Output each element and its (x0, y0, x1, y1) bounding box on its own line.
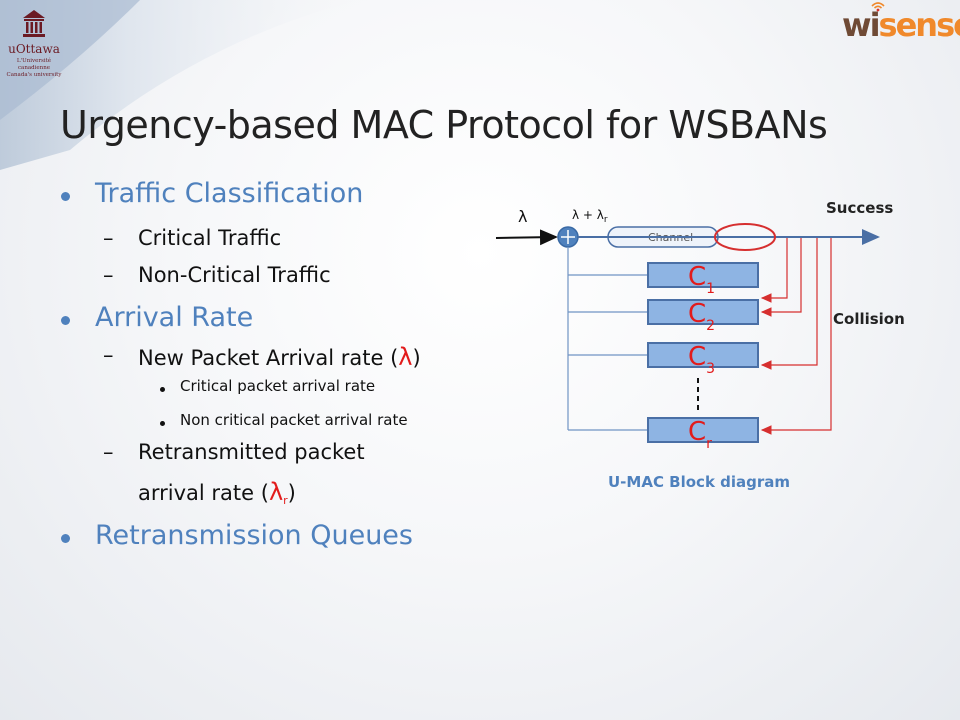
bullet-dot (61, 534, 70, 543)
umac-block-diagram: λ λ + λr Channel Success Collision C1 C2… (495, 199, 905, 491)
bullet-traffic-classification: Traffic Classification (95, 178, 364, 209)
dash-marker: – (103, 263, 114, 287)
lambda-sum-label: λ + λr (572, 208, 608, 225)
bullet-dot-small (160, 387, 165, 392)
lambda-input-label: λ (518, 207, 527, 226)
bullet-retransmission-queues: Retransmission Queues (95, 520, 413, 551)
collision-ellipse (714, 223, 776, 251)
wisense-wordmark: wisense (842, 6, 960, 44)
feedback-line-c1 (760, 238, 788, 303)
close-paren: ) (412, 346, 421, 370)
sub-bullet-critical-traffic: Critical Traffic (138, 226, 282, 250)
sub-bullet-new-packet-arrival: New Packet Arrival rate (λ) (138, 343, 421, 371)
feedback-line-cr (760, 238, 832, 435)
queue-cr-label: Cr (688, 417, 712, 452)
sub-sub-bullet-noncritical-rate: Non critical packet arrival rate (180, 411, 408, 429)
brand-sense: sense (878, 6, 960, 44)
bullet-dot-small (160, 421, 165, 426)
logo-tagline: L'Université canadienne Canada's univers… (2, 58, 66, 79)
wifi-signal-icon (871, 2, 885, 12)
retrans-text: arrival rate ( (138, 481, 269, 505)
diagram-caption: U-MAC Block diagram (608, 473, 790, 491)
bullet-dot (61, 316, 70, 325)
feedback-line-c3 (760, 238, 818, 370)
success-label: Success (826, 199, 893, 217)
university-building-icon (23, 10, 45, 37)
input-arrow (495, 229, 558, 246)
logo-tagline-en: Canada's university (6, 72, 62, 78)
uottawa-logo: uOttawa L'Université canadienne Canada's… (2, 2, 66, 94)
dash-marker: – (103, 440, 114, 464)
queue-c2-label: C2 (688, 299, 715, 334)
sub-bullet-non-critical-traffic: Non-Critical Traffic (138, 263, 331, 287)
slide-title: Urgency-based MAC Protocol for WSBANs (60, 103, 828, 147)
logo-name: uOttawa (8, 42, 60, 56)
queue-c2 (647, 299, 759, 325)
queue-cr (647, 417, 759, 443)
lambda-r-symbol: λ (268, 478, 284, 506)
sub-sub-bullet-critical-rate: Critical packet arrival rate (180, 377, 376, 395)
close-paren: ) (287, 481, 296, 505)
dash-marker: – (103, 343, 114, 367)
sub-bullet-retransmitted-line2: arrival rate (λr) (138, 478, 296, 507)
queue-c1-label: C1 (688, 262, 715, 297)
dash-marker: – (103, 226, 114, 250)
header-swoosh (0, 0, 360, 170)
feedback-line-c2 (760, 238, 802, 317)
collision-label: Collision (833, 310, 905, 328)
sub-bullet-retransmitted-line1: Retransmitted packet (138, 440, 365, 464)
queue-c1 (647, 262, 759, 288)
lambda-r-subscript: r (283, 494, 288, 507)
queue-c3-label: C3 (688, 342, 715, 377)
logo-tagline-fr: L'Université canadienne (16, 58, 52, 71)
lambda-symbol: λ (398, 343, 413, 371)
bullet-arrival-rate: Arrival Rate (95, 302, 254, 333)
new-packet-text: New Packet Arrival rate ( (138, 346, 399, 370)
queue-c3 (647, 342, 759, 368)
wisense-logo: wisense (842, 0, 960, 50)
bullet-dot (61, 192, 70, 201)
brand-wi: wi (842, 6, 881, 44)
